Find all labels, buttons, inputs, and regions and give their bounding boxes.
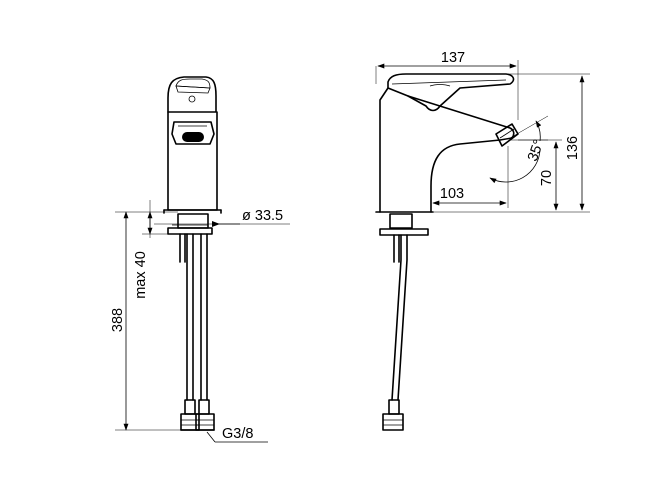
side-hose-nut — [382, 413, 404, 431]
front-view — [163, 76, 222, 431]
dim-base-diameter: ø 33.5 — [242, 208, 283, 224]
front-aerator — [171, 121, 215, 145]
side-spout — [407, 95, 515, 139]
side-shank — [389, 213, 413, 229]
side-dimensions: 137 136 70 103 35° — [375, 50, 590, 213]
dim-connection-thread: G3/8 — [222, 426, 253, 442]
front-lever — [167, 76, 217, 113]
dim-spout-reach: 103 — [440, 186, 464, 202]
side-view — [375, 73, 519, 431]
front-body — [167, 111, 218, 211]
front-mount-nut — [167, 227, 213, 235]
dim-deck-thickness: max 40 — [133, 251, 149, 299]
side-hose — [391, 234, 408, 401]
side-mount-nut — [379, 228, 429, 236]
front-shank — [177, 213, 209, 229]
side-body — [379, 87, 513, 213]
dim-width-total: 137 — [441, 50, 465, 66]
dim-spout-height: 70 — [539, 170, 555, 186]
side-aerator — [495, 123, 519, 147]
dim-height-total: 136 — [565, 136, 581, 160]
front-dimensions: 388 max 40 ø 33.5 G3/8 — [110, 200, 290, 443]
side-lever — [387, 73, 515, 112]
dim-spout-angle: 35° — [525, 138, 548, 164]
dim-hose-length: 388 — [110, 308, 126, 332]
